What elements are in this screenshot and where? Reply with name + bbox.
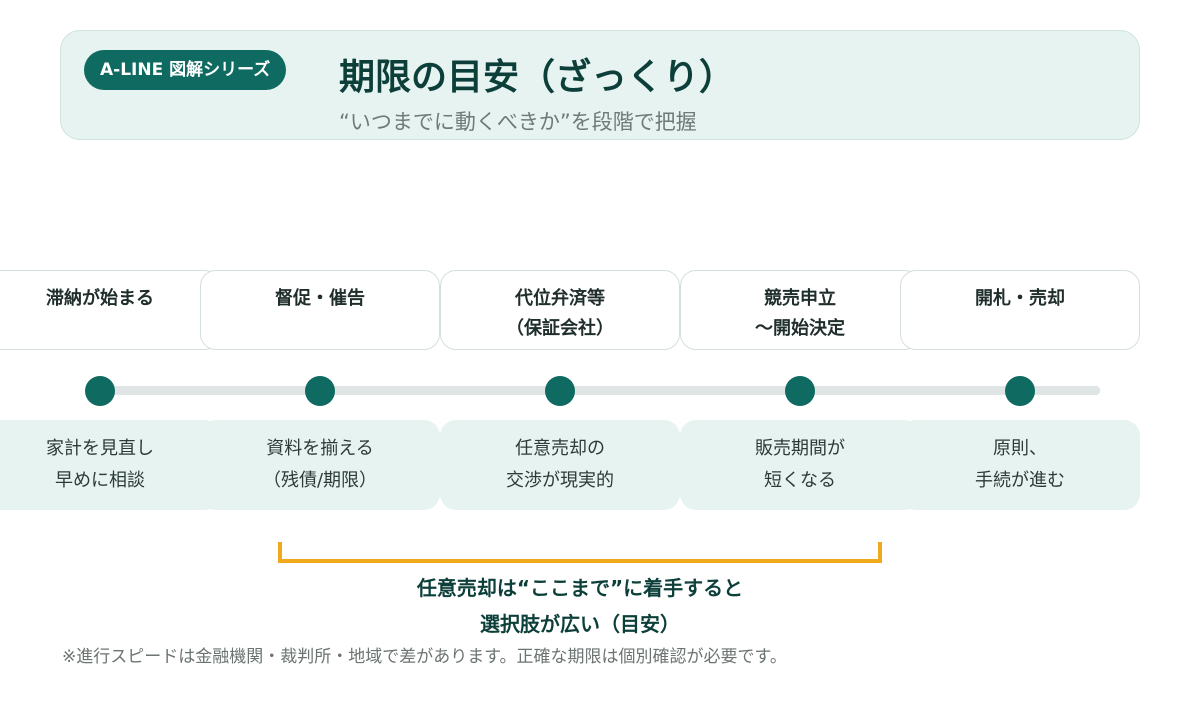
stage-title-4-sub: 〜開始決定 [755,318,845,339]
timeline-dot-5 [1005,376,1035,406]
stage-desc-2-l1: 資料を揃える [266,438,374,459]
stage-desc-2-l2: （残債/期限） [262,470,378,491]
stage-box-3: 代位弁済等 （保証会社） [440,270,680,350]
stage-title-5: 開札・売却 [975,288,1065,309]
recommended-range-bracket [278,542,882,563]
recommendation-callout: 任意売却は“ここまで”に着手すると 選択肢が広い（目安） [280,570,880,642]
stage-desc-1-l1: 家計を見直し [46,438,154,459]
page-title: 期限の目安（ざっくり） [339,57,736,98]
stage-desc-5-l2: 手続が進む [975,470,1065,491]
series-badge: A-LINE 図解シリーズ [84,50,287,90]
timeline-dot-2 [305,376,335,406]
stage-box-4: 競売申立 〜開始決定 [680,270,920,350]
page-subtitle: “いつまでに動くべきか”を段階で把握 [339,110,697,134]
stage-desc-3-l2: 交渉が現実的 [506,470,614,491]
stage-box-1: 滞納が始まる [0,270,220,350]
callout-line-2: 選択肢が広い（目安） [480,612,680,636]
stage-title-2: 督促・催告 [275,288,365,309]
footnote: ※進行スピードは金融機関・裁判所・地域で差があります。正確な期限は個別確認が必要… [62,647,787,667]
timeline-track [100,386,1100,395]
stage-box-5: 開札・売却 [900,270,1140,350]
stage-desc-5-l1: 原則、 [993,438,1047,459]
stage-title-4: 競売申立 [764,288,836,309]
stage-desc-4-l1: 販売期間が [755,438,845,459]
stage-box-2: 督促・催告 [200,270,440,350]
callout-line-1: 任意売却は“ここまで”に着手すると [416,576,744,600]
stage-desc-3-l1: 任意売却の [515,438,605,459]
stage-desc-box-5: 原則、 手続が進む [900,420,1140,510]
stage-desc-box-3: 任意売却の 交渉が現実的 [440,420,680,510]
stage-title-3-sub: （保証会社） [506,318,614,339]
stage-title-1: 滞納が始まる [46,288,154,309]
stage-desc-box-2: 資料を揃える （残債/期限） [200,420,440,510]
timeline-dot-3 [545,376,575,406]
stage-desc-box-4: 販売期間が 短くなる [680,420,920,510]
stage-desc-1-l2: 早めに相談 [55,470,145,491]
timeline-dot-4 [785,376,815,406]
stage-desc-4-l2: 短くなる [764,470,836,491]
header-card: A-LINE 図解シリーズ 期限の目安（ざっくり） “いつまでに動くべきか”を段… [60,30,1140,140]
stage-title-3: 代位弁済等 [515,288,605,309]
stage-desc-box-1: 家計を見直し 早めに相談 [0,420,220,510]
timeline-dot-1 [85,376,115,406]
